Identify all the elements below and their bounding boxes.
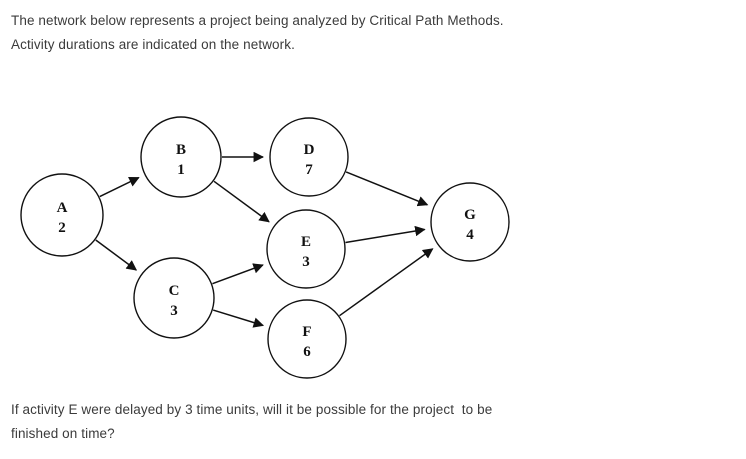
node-c: C3 <box>133 257 215 339</box>
edge-c-to-f <box>212 309 265 328</box>
node-d-circle <box>269 117 349 197</box>
edges-layer <box>95 151 434 328</box>
node-f: F6 <box>267 299 347 379</box>
node-a-label: A <box>57 200 68 216</box>
node-g: G4 <box>430 182 510 262</box>
node-f-duration: 6 <box>303 344 311 360</box>
question-paragraph: If activity E were delayed by 3 time uni… <box>11 402 493 441</box>
node-g-duration: 4 <box>466 227 474 243</box>
node-b-circle <box>140 116 222 198</box>
node-a-circle <box>20 173 104 257</box>
node-a-duration: 2 <box>58 220 66 236</box>
node-g-circle <box>430 182 510 262</box>
node-e-label: E <box>301 234 311 250</box>
node-d-label: D <box>304 142 315 158</box>
node-f-label: F <box>302 324 311 340</box>
node-e-duration: 3 <box>302 254 310 270</box>
node-b: B1 <box>140 116 222 198</box>
edge-d-to-g <box>345 171 429 207</box>
node-e-circle <box>266 209 346 289</box>
node-c-circle <box>133 257 215 339</box>
edge-e-to-g <box>345 225 426 244</box>
edge-c-to-e <box>212 263 264 285</box>
node-d-duration: 7 <box>305 162 313 178</box>
node-b-label: B <box>176 142 186 158</box>
node-c-duration: 3 <box>170 303 178 319</box>
node-c-label: C <box>169 283 180 299</box>
node-e: E3 <box>266 209 346 289</box>
node-g-label: G <box>464 207 476 223</box>
node-a: A2 <box>20 173 104 257</box>
edge-a-to-c <box>95 239 138 271</box>
edge-a-to-b <box>99 176 140 198</box>
intro-paragraph: The network below represents a project b… <box>11 13 504 52</box>
node-f-circle <box>267 299 347 379</box>
node-d: D7 <box>269 117 349 197</box>
node-b-duration: 1 <box>177 162 185 178</box>
edge-b-to-e <box>213 180 270 223</box>
edge-f-to-g <box>339 248 434 317</box>
